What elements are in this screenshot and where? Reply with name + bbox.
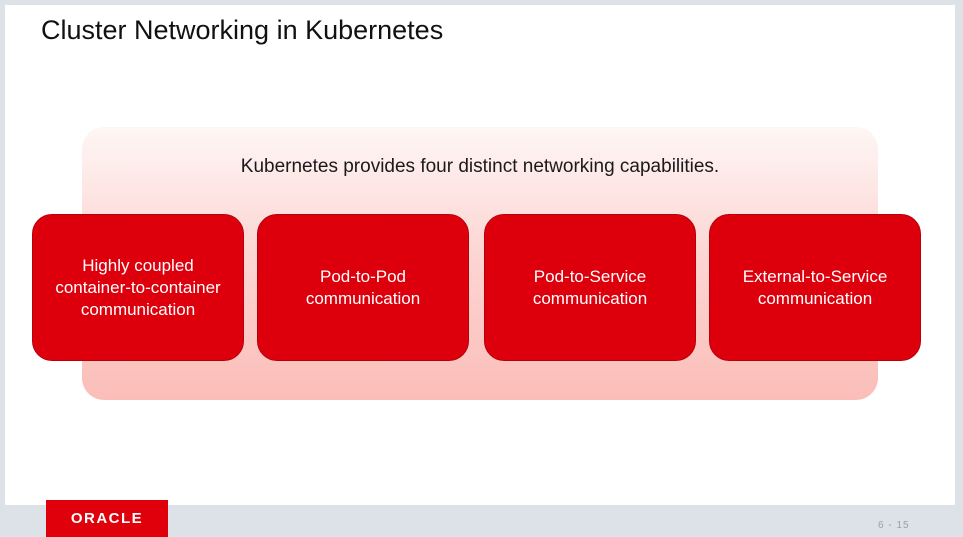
- capability-label: Pod-to-Pod communication: [305, 266, 421, 308]
- capability-box-container-to-container: Highly coupled container-to-container co…: [32, 214, 244, 361]
- capability-label: Highly coupled container-to-container co…: [55, 255, 221, 319]
- capability-label: Pod-to-Service communication: [532, 266, 648, 308]
- panel-caption: Kubernetes provides four distinct networ…: [240, 156, 720, 177]
- page-number: 6 - 15: [878, 520, 910, 531]
- logo-text: ORACLE: [70, 510, 144, 527]
- capability-box-pod-to-pod: Pod-to-Pod communication: [257, 214, 469, 361]
- capability-box-pod-to-service: Pod-to-Service communication: [484, 214, 696, 361]
- oracle-logo: ORACLE: [46, 500, 168, 537]
- capability-box-external-to-service: External-to-Service communication: [709, 214, 921, 361]
- capability-label: External-to-Service communication: [742, 266, 888, 308]
- slide-title: Cluster Networking in Kubernetes: [41, 15, 444, 45]
